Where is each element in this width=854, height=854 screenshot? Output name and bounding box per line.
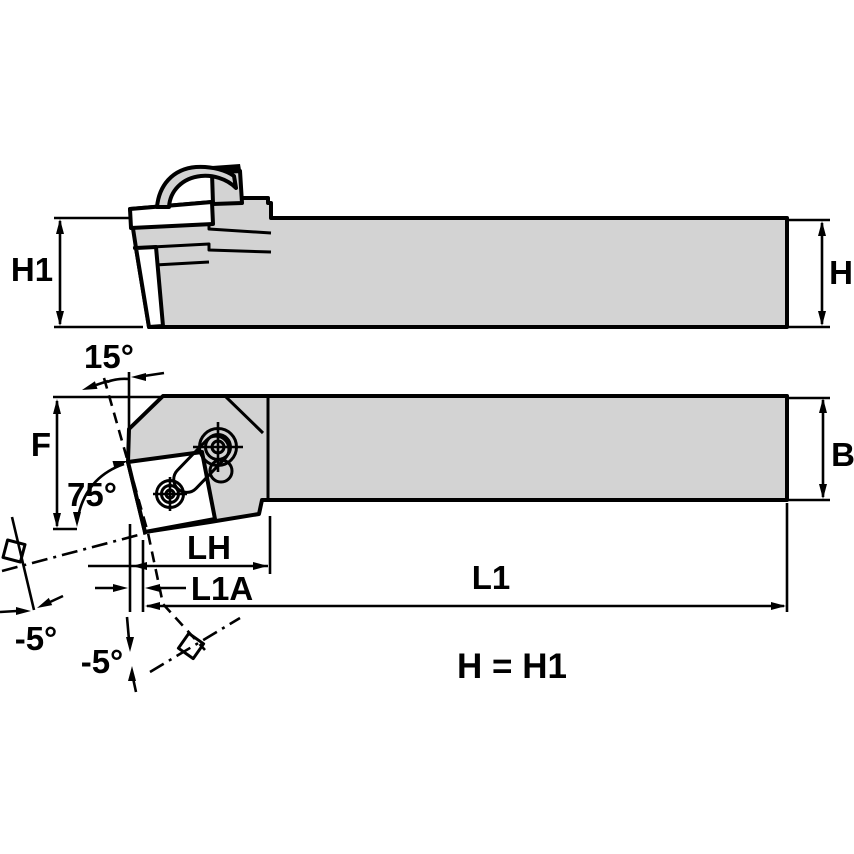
arrow-tail <box>49 594 64 604</box>
arrowhead <box>16 607 31 615</box>
top-view-body <box>126 394 789 534</box>
rake-bottom: -5° <box>81 616 241 693</box>
insert-screw <box>153 477 187 511</box>
insert-top-face <box>126 450 217 534</box>
dim-l1a: L1A <box>95 540 253 612</box>
clamp-screw <box>193 422 243 472</box>
h1-label: H1 <box>11 251 53 288</box>
rake-axis-centerline <box>1 531 147 573</box>
arrowhead <box>37 597 53 608</box>
arrowhead <box>113 584 128 592</box>
angle-75-label: 75° <box>67 476 117 513</box>
angle-15-label: 15° <box>84 338 134 375</box>
arrowhead <box>145 584 160 592</box>
arrow-tail <box>0 609 18 614</box>
l1-label: L1 <box>472 559 511 596</box>
side-view: H1 H <box>11 164 853 329</box>
arrowhead <box>56 219 64 234</box>
h-label: H <box>829 254 853 291</box>
rake-axis-centerline <box>149 616 241 674</box>
equality-note: H = H1 <box>457 647 567 686</box>
insert-cross-section <box>1 538 27 564</box>
arrowhead <box>112 461 128 469</box>
head-step-line-lower <box>132 242 272 254</box>
arrowhead <box>73 512 81 527</box>
l1a-label: L1A <box>191 570 253 607</box>
rake-left: -5° <box>0 516 147 657</box>
arrowhead <box>819 484 827 499</box>
arrow-tail <box>95 379 109 387</box>
lh-label: LH <box>187 529 231 566</box>
arrowhead <box>56 311 64 326</box>
arrowhead <box>145 602 160 610</box>
arrowhead <box>126 637 134 652</box>
arrowhead <box>818 311 826 326</box>
head-step-line-short <box>154 260 210 267</box>
insert-cross-section <box>176 631 206 661</box>
clamp-hook <box>155 164 238 209</box>
dim-b: B <box>788 396 854 502</box>
arrowhead <box>771 602 786 610</box>
dim-l1: L1 <box>145 503 789 612</box>
insert-edge-extension-dashed <box>102 377 206 651</box>
clamp-plate-band <box>128 200 215 230</box>
dim-f: F <box>31 395 162 531</box>
rake-reference-line <box>10 516 36 611</box>
b-label: B <box>831 436 854 473</box>
arrowhead <box>253 562 268 570</box>
arrowhead <box>132 562 147 570</box>
rake-reference-line <box>125 616 131 641</box>
side-view-body <box>128 196 789 329</box>
f-label: F <box>31 426 51 463</box>
head-step-line-upper <box>130 222 272 235</box>
arrowhead <box>128 666 136 681</box>
arrowhead <box>53 399 61 414</box>
arrow-tail <box>143 371 165 378</box>
angle-75: 75° <box>67 461 128 527</box>
dim-h: H <box>788 218 853 329</box>
arrowhead <box>819 398 827 413</box>
head-chamfer-edge <box>223 394 265 435</box>
rake-left-label: -5° <box>15 620 58 657</box>
angle-arc <box>106 377 130 384</box>
dim-h1: H1 <box>11 216 143 329</box>
angle-15: 15° <box>82 338 206 651</box>
rake-bottom-label: -5° <box>81 643 124 680</box>
arrowhead <box>82 381 98 390</box>
insert-side-face <box>134 245 165 329</box>
arrowhead <box>53 513 61 528</box>
arrowhead <box>131 373 146 381</box>
arrowhead <box>818 221 826 236</box>
top-view: 15° 75° F B <box>0 338 854 693</box>
